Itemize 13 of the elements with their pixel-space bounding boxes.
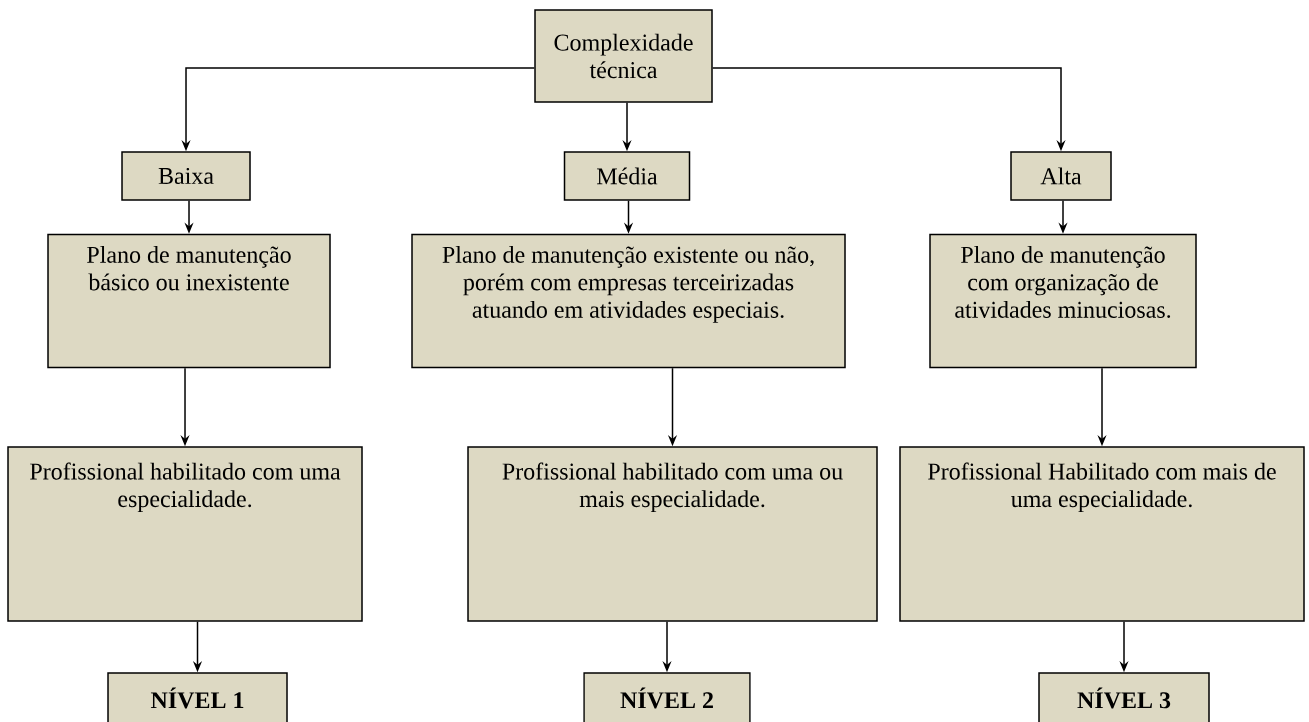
plan-box: Plano de manutenção com organização de atividades minuciosas.: [929, 233, 1197, 369]
heading-box: Complexidade técnica: [534, 9, 713, 103]
category-box: Média: [563, 151, 691, 201]
level-box: NÍVEL 2: [583, 672, 751, 722]
level-box: NÍVEL 1: [107, 672, 288, 722]
level-box: NÍVEL 3: [1038, 672, 1210, 722]
category-box: Alta: [1010, 151, 1112, 201]
professional-box: Profissional habilitado com uma especialidade.: [7, 446, 363, 622]
category-box: Baixa: [121, 151, 251, 201]
professional-box: Profissional habilitado com uma ou mais especialidade.: [467, 446, 878, 622]
professional-box: Profissional Habilitado com mais de uma especialidade.: [899, 446, 1305, 622]
plan-box: Plano de manutenção existente ou não, porém com empresas terceirizadas atuando em atividades especiais.: [411, 233, 846, 369]
plan-box: Plano de manutenção básico ou inexistente: [47, 233, 331, 369]
